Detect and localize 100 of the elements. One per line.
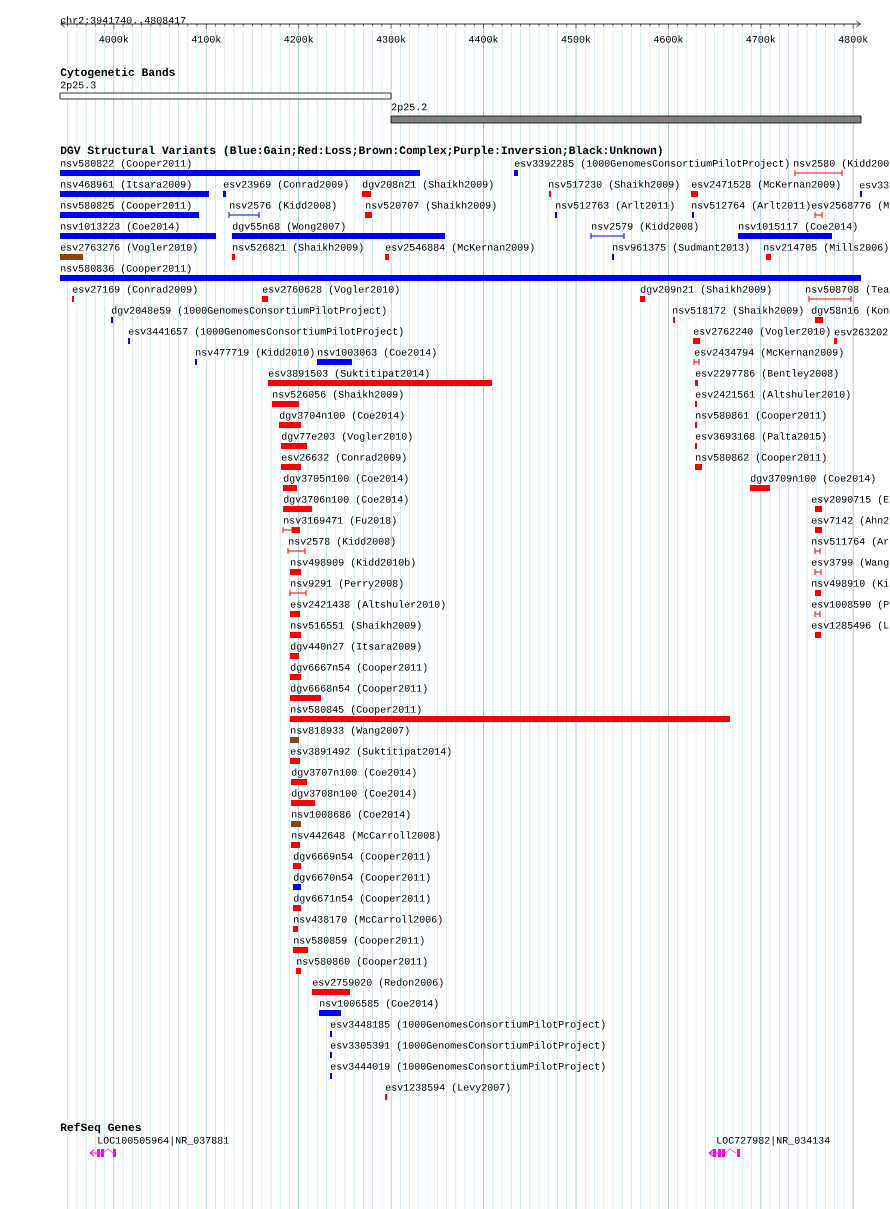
node-label: esv1238594 (Levy2007) xyxy=(385,1083,510,1093)
variant-feature: esv7142 (Ahn2 xyxy=(811,516,889,533)
node-label: dgv3709n100 (Coe2014) xyxy=(750,474,875,484)
variant-feature: nsv526056 (Shaikh2009) xyxy=(272,390,403,407)
node-label: nsv516551 (Shaikh2009) xyxy=(291,621,421,631)
node-label: nsv518172 (Shaikh2009) xyxy=(673,306,803,316)
variant-feature: esv3891492 (Suktitipat2014) xyxy=(290,747,451,764)
variant-feature: nsv2580 (Kidd200 xyxy=(794,159,889,177)
node-label: nsv580859 (Cooper2011) xyxy=(294,936,424,946)
node-label: nsv580861 (Cooper2011) xyxy=(696,411,826,421)
variant-feature: esv1238594 (Levy2007) xyxy=(385,1083,510,1100)
variant-feature: nsv580861 (Cooper2011) xyxy=(695,411,826,428)
node-label: nsv512764 (Arlt2011) xyxy=(692,201,810,211)
node-label: esv23969 (Conrad2009) xyxy=(223,180,348,190)
node-label: dgv3706n100 (Coe2014) xyxy=(283,495,408,505)
node-label: dgv3707n100 (Coe2014) xyxy=(291,768,416,778)
node-label: esv3441657 (1000GenomesConsortiumPilotProject) xyxy=(128,327,403,337)
variant-feature: nsv516551 (Shaikh2009) xyxy=(290,621,421,638)
node-label: dgv6671n54 (Cooper2011) xyxy=(293,894,430,904)
variant-feature: esv3448185 (1000GenomesConsortiumPilotProject) xyxy=(330,1020,605,1037)
variant-feature: nsv511764 (Ar xyxy=(812,537,889,555)
node-label: esv3392285 (1000GenomesConsortiumPilotProject) xyxy=(514,159,789,169)
variant-feature: nsv2576 (Kidd2008) xyxy=(228,201,336,219)
node-label: nsv438170 (McCarroll2006) xyxy=(294,915,442,925)
variant-feature: dgv6671n54 (Cooper2011) xyxy=(293,894,430,911)
variant-feature: dgv3705n100 (Coe2014) xyxy=(283,474,408,491)
node-label: esv2297786 (Bentley2008) xyxy=(695,369,838,379)
node-label: nsv517230 (Shaikh2009) xyxy=(549,180,679,190)
node-label: nsv526056 (Shaikh2009) xyxy=(273,390,403,400)
variant-feature: esv2762240 (Vogler2010) xyxy=(693,327,830,344)
variant-feature: nsv2578 (Kidd2008) xyxy=(287,537,395,555)
node-label: dgv58n16 (Kon xyxy=(811,306,889,316)
node-label: esv2763276 (Vogler2010) xyxy=(60,243,197,253)
track-title: RefSeq Genes xyxy=(60,1122,141,1134)
node-label: dgv2048e59 (1000GenomesConsortiumPilotProject) xyxy=(111,306,386,316)
variant-feature: nsv961375 (Sudmant2013) xyxy=(612,243,749,260)
variant-feature: esv2471528 (McKernan2009) xyxy=(691,180,840,197)
variant-feature: esv2090715 (E xyxy=(811,495,889,512)
node-label: esv2421561 (Altshuler2010) xyxy=(695,390,850,400)
tick-label: 4000k xyxy=(99,35,129,43)
node-label: dgv208n21 (Shaikh2009) xyxy=(362,180,493,190)
variant-feature: esv2421561 (Altshuler2010) xyxy=(695,390,850,407)
cytoband: 2p25.3 xyxy=(59,81,392,100)
variant-feature: esv3444019 (1000GenomesConsortiumPilotProject) xyxy=(330,1062,605,1079)
variant-feature: dgv209n21 (Shaikh2009) xyxy=(640,285,771,302)
node-label: esv2762240 (Vogler2010) xyxy=(693,327,830,337)
variant-feature: esv2434794 (McKernan2009) xyxy=(693,348,843,366)
variant-feature: nsv512764 (Arlt2011) xyxy=(692,201,810,218)
coordinate-label: chr2:3941740..4808417 xyxy=(60,16,186,24)
node-label: esv2759020 (Redon2006) xyxy=(312,978,443,988)
node-label: esv2471528 (McKernan2009) xyxy=(691,180,840,190)
node-label: nsv512763 (Arlt2011) xyxy=(556,201,674,211)
node-label: nsv520707 (Shaikh2009) xyxy=(366,201,496,211)
node-label: nsv580862 (Cooper2011) xyxy=(696,453,826,463)
cytoband: 2p25.2 xyxy=(390,103,862,124)
node-label: dgv77e203 (Vogler2010) xyxy=(281,432,412,442)
tick-label: 4200k xyxy=(284,35,314,43)
node-label: nsv468961 (Itsara2009) xyxy=(61,180,191,190)
node-label: esv2546884 (McKernan2009) xyxy=(385,243,534,253)
variant-feature: nsv580860 (Cooper2011) xyxy=(296,957,427,974)
variant-feature: dgv3704n100 (Coe2014) xyxy=(279,411,404,428)
variant-feature: esv2759020 (Redon2006) xyxy=(312,978,443,995)
node-label: dgv3708n100 (Coe2014) xyxy=(291,789,416,799)
variant-feature: dgv55n68 (Wong2007) xyxy=(232,222,445,239)
track-title: Cytogenetic Bands xyxy=(60,67,175,79)
variant-feature: nsv580836 (Cooper2011) xyxy=(60,264,861,281)
variant-feature: esv2297786 (Bentley2008) xyxy=(695,369,838,386)
variant-feature: dgv6669n54 (Cooper2011) xyxy=(293,852,430,869)
node-label: esv3693168 (Palta2015) xyxy=(695,432,826,442)
variant-feature: nsv1015117 (Coe2014) xyxy=(738,222,857,239)
variant-feature: nsv498909 (Kidd2010b) xyxy=(290,558,415,575)
node-label: nsv1006585 (Coe2014) xyxy=(320,999,438,1009)
node-label: dgv3704n100 (Coe2014) xyxy=(279,411,404,421)
variant-feature: nsv214705 (Mills2006) xyxy=(764,243,888,260)
variant-feature: esv3441657 (1000GenomesConsortiumPilotProject) xyxy=(128,327,403,344)
tick-label: 4300k xyxy=(376,35,406,43)
variant-feature: esv3891503 (Suktitipat2014) xyxy=(268,369,492,386)
variant-feature: nsv442648 (McCarroll2008) xyxy=(291,831,440,848)
node-label: LOC727982|NR_034134 xyxy=(717,1136,830,1146)
node-label: esv2090715 (E xyxy=(811,495,889,505)
gene-model: LOC727982|NR_034134 xyxy=(708,1136,830,1157)
variant-feature: esv2546884 (McKernan2009) xyxy=(385,243,534,260)
variant-feature: nsv1006585 (Coe2014) xyxy=(319,999,438,1016)
variant-feature: nsv1013223 (Coe2014) xyxy=(60,222,216,239)
variant-feature: dgv3708n100 (Coe2014) xyxy=(291,789,416,806)
track-title: DGV Structural Variants (Blue:Gain;Red:Loss;Brown:Complex;Purple:Inversion;Black:Unknown) xyxy=(60,145,662,157)
variant-feature: esv3305391 (1000GenomesConsortiumPilotProject) xyxy=(330,1041,605,1058)
node-label: dgv440n27 (Itsara2009) xyxy=(290,642,421,652)
node-label: esv26632 (Conrad2009) xyxy=(281,453,406,463)
node-label: esv27169 (Conrad2009) xyxy=(72,285,197,295)
variant-feature: esv263202 xyxy=(834,328,888,344)
node-label: 2p25.2 xyxy=(391,103,427,113)
variant-feature: esv3693168 (Palta2015) xyxy=(695,432,826,449)
node-label: dgv6668n54 (Cooper2011) xyxy=(290,684,427,694)
node-label: dgv3705n100 (Coe2014) xyxy=(283,474,408,484)
node-label: nsv1003063 (Coe2014) xyxy=(318,348,436,358)
variant-feature: nsv580825 (Cooper2011) xyxy=(60,201,199,218)
variant-feature: nsv580822 (Cooper2011) xyxy=(60,159,420,176)
variant-feature: esv2568776 (M xyxy=(811,201,889,219)
node-label: esv3448185 (1000GenomesConsortiumPilotProject) xyxy=(330,1020,605,1030)
